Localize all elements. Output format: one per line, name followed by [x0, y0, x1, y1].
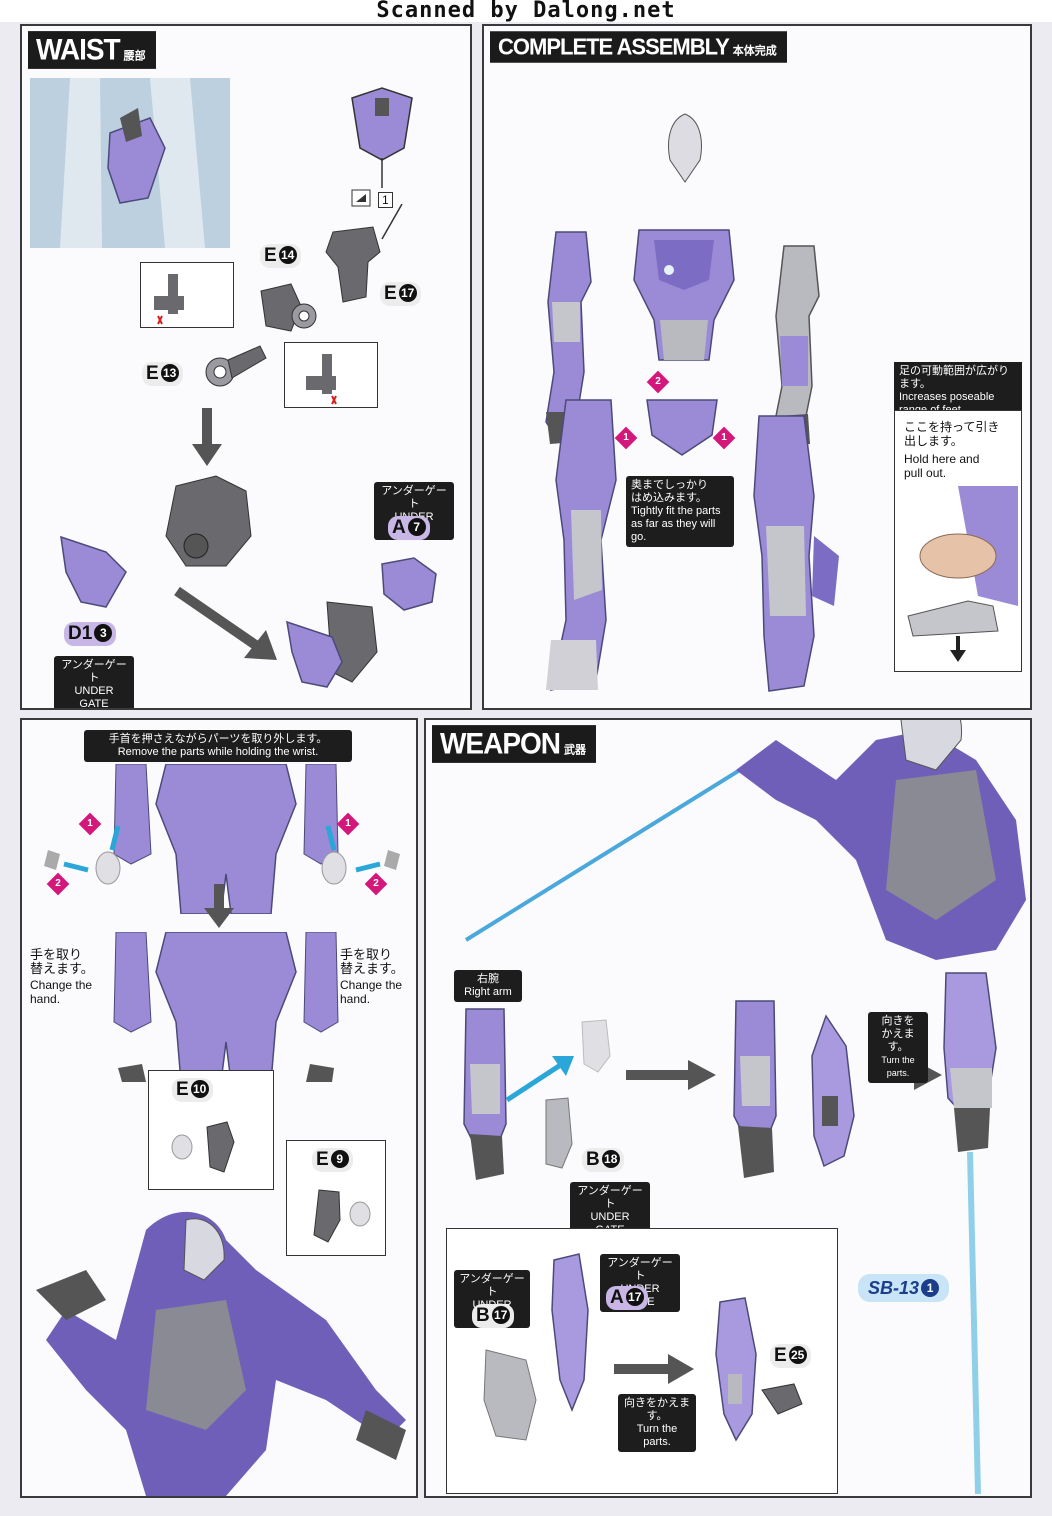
hand-swap-panel: 手首を押さえながらパーツを取り外します。Remove the parts whi…	[20, 718, 418, 1498]
turn-parts-label-2: 向きをかえます。Turn the parts.	[618, 1394, 696, 1452]
upper-body-bottom	[113, 932, 339, 1082]
cyan-arrow	[505, 1056, 574, 1103]
part-b18-hand	[545, 1097, 573, 1169]
watermark: Scanned by Dalong.net	[0, 0, 1052, 22]
callout-line	[381, 204, 403, 240]
waist-reference-photo	[30, 78, 230, 248]
blade-guard-assembled	[715, 1297, 757, 1442]
down-arrow-hands	[204, 884, 234, 928]
arm-with-saber	[943, 972, 997, 1495]
forearm-assembled	[733, 1000, 855, 1178]
popup-e14-gate	[140, 262, 234, 328]
step-1-marker-left: 1	[614, 426, 638, 450]
part-e25	[761, 1383, 803, 1415]
left-arm-part	[545, 231, 592, 444]
fit-tightly-label: 奥までしっかり はめ込みます。 Tightly fit the parts as…	[626, 476, 734, 547]
part-e14	[260, 283, 317, 332]
hold-here-note: ここを持って引き 出します。 Hold here and pull out.	[904, 420, 1000, 480]
part-a7	[381, 557, 437, 611]
waist-assembled	[286, 601, 378, 688]
bag-count: 1	[378, 192, 393, 208]
left-leg-part	[546, 399, 617, 691]
part-b17	[483, 1349, 537, 1441]
change-hand-note-left: 手を取り 替えます。 Change the hand.	[30, 947, 94, 1007]
right-forearm	[463, 1008, 507, 1180]
part-e17	[325, 226, 381, 303]
part-d13	[60, 535, 127, 608]
gray-arrow-1	[626, 1060, 716, 1090]
hero-action-photo	[36, 1211, 406, 1496]
step-1-marker-right: 1	[712, 426, 736, 450]
gate-icon-2	[306, 354, 337, 405]
diagonal-arrow	[174, 586, 277, 660]
removed-hand	[581, 1019, 611, 1073]
upper-body-top	[113, 764, 339, 914]
step-2-marker: 2	[646, 370, 670, 394]
hand-removal-arrows	[44, 825, 400, 885]
part-e13	[205, 345, 267, 387]
foot-pull-illustration	[907, 486, 1018, 662]
waist-part	[646, 399, 718, 456]
torso-part	[633, 229, 735, 361]
hero-blade-photo	[464, 720, 1026, 960]
down-arrow	[192, 408, 222, 466]
right-leg-part	[753, 415, 839, 692]
hand-e10	[171, 1121, 235, 1173]
change-hand-note-right: 手を取り 替えます。 Change the hand.	[340, 947, 404, 1007]
waist-top-part	[351, 87, 413, 207]
part-a17	[551, 1253, 589, 1413]
gray-arrow-3	[614, 1354, 694, 1384]
remove-parts-label: 手首を押さえながらパーツを取り外します。Remove the parts whi…	[84, 730, 352, 762]
head-part	[668, 113, 702, 183]
hand-e9	[313, 1189, 371, 1243]
waist-core-part	[165, 475, 252, 567]
gate-icon-1	[154, 274, 184, 325]
turn-parts-label: 向きを かえます。Turn the parts.	[868, 1012, 928, 1083]
